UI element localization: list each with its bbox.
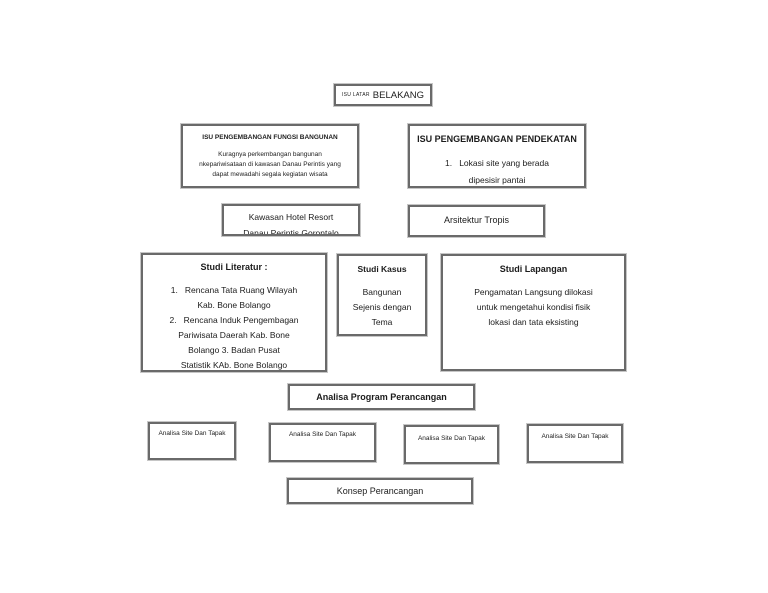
box-arsitektur-tropis: Arsitektur Tropis xyxy=(408,205,545,237)
studi-kasus-title: Studi Kasus xyxy=(357,264,407,274)
isu-fungsi-line: nkepariwisataan di kawasan Danau Perinti… xyxy=(199,161,341,168)
studi-lapangan-title: Studi Lapangan xyxy=(499,264,568,274)
isu-latar-main-label: BELAKANG xyxy=(372,89,425,101)
studi-kasus-line: Sejenis dengan xyxy=(352,302,412,312)
analisa-tapak-label: Analisa Site Dan Tapak xyxy=(541,433,609,440)
studi-literatur-line: Statistik KAb. Bone Bolango xyxy=(180,360,288,370)
box-analisa-site-dan-tapak-1: Analisa Site Dan Tapak xyxy=(148,422,236,460)
studi-literatur-title: Studi Literatur : xyxy=(200,262,268,272)
studi-literatur-line: Kab. Bone Bolango xyxy=(197,300,271,310)
studi-literatur-line: Pariwisata Daerah Kab. Bone xyxy=(178,330,290,340)
isu-pendekatan-line: dipesisir pantai xyxy=(468,175,526,185)
kawasan-line: Danau Perintis Gorontalo xyxy=(243,228,339,236)
studi-kasus-line: Tema xyxy=(371,317,393,327)
isu-pendekatan-title: ISU PENGEMBANGAN PENDEKATAN xyxy=(417,134,577,144)
analisa-program-label: Analisa Program Perancangan xyxy=(316,392,447,402)
analisa-tapak-label: Analisa Site Dan Tapak xyxy=(417,435,486,442)
box-isu-latar-belakang: ISU LATAR BELAKANG xyxy=(334,84,432,106)
box-studi-lapangan: Studi Lapangan Pengamatan Langsung dilok… xyxy=(441,254,626,371)
studi-literatur-line: 1. Rencana Tata Ruang Wilayah xyxy=(170,285,298,295)
box-isu-pengembangan-pendekatan: ISU PENGEMBANGAN PENDEKATAN 1. Lokasi si… xyxy=(408,124,586,188)
box-analisa-site-dan-tapak-3: Analisa Site Dan Tapak xyxy=(404,425,499,464)
studi-literatur-line: 2. Rencana Induk Pengembagan xyxy=(169,315,299,325)
studi-lapangan-line: untuk mengetahui kondisi fisik xyxy=(476,302,591,312)
box-isu-pengembangan-fungsi-bangunan: ISU PENGEMBANGAN FUNGSI BANGUNAN Kuragny… xyxy=(181,124,359,188)
box-studi-kasus: Studi Kasus Bangunan Sejenis dengan Tema xyxy=(337,254,427,336)
studi-lapangan-line: lokasi dan tata eksisting xyxy=(488,317,579,327)
isu-pendekatan-line: 1. Lokasi site yang berada xyxy=(445,158,549,168)
kawasan-line: Kawasan Hotel Resort xyxy=(248,212,334,222)
isu-fungsi-line: Kuragnya perkembangan bangunan xyxy=(218,151,322,158)
analisa-tapak-label: Analisa Site Dan Tapak xyxy=(158,430,226,437)
box-kawasan-hotel-resort: Kawasan Hotel Resort Danau Perintis Goro… xyxy=(222,204,360,236)
isu-latar-prefix-label: ISU LATAR xyxy=(341,92,370,98)
isu-fungsi-title: ISU PENGEMBANGAN FUNGSI BANGUNAN xyxy=(202,134,338,141)
box-analisa-site-dan-tapak-2: Analisa Site Dan Tapak xyxy=(269,423,376,462)
box-analisa-site-dan-tapak-4: Analisa Site Dan Tapak xyxy=(527,424,623,463)
studi-lapangan-line: Pengamatan Langsung dilokasi xyxy=(474,287,593,297)
konsep-label: Konsep Perancangan xyxy=(336,486,424,496)
box-konsep-perancangan: Konsep Perancangan xyxy=(287,478,473,504)
arsitektur-label: Arsitektur Tropis xyxy=(443,215,510,225)
isu-fungsi-line: dapat mewadahi segala kegiatan wisata xyxy=(212,171,328,178)
box-analisa-program-perancangan: Analisa Program Perancangan xyxy=(288,384,475,410)
studi-kasus-line: Bangunan xyxy=(362,287,402,297)
analisa-tapak-label: Analisa Site Dan Tapak xyxy=(288,431,357,438)
studi-literatur-line: Bolango 3. Badan Pusat xyxy=(188,345,280,355)
box-studi-literatur: Studi Literatur : 1. Rencana Tata Ruang … xyxy=(141,253,327,372)
